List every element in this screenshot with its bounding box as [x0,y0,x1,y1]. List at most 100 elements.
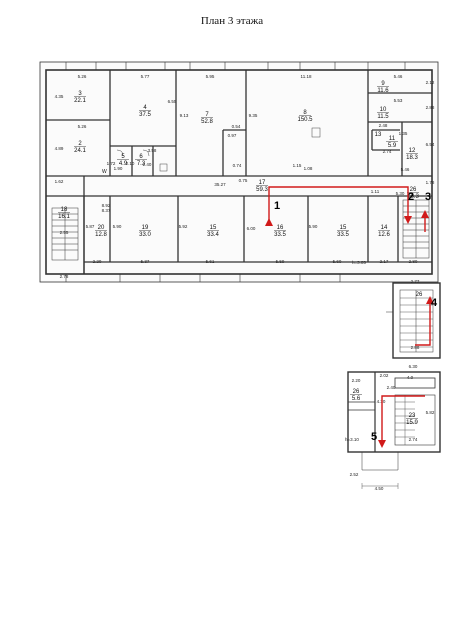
dimension-label: 35.27 [214,182,226,187]
room-area: 11.5 [377,114,389,120]
dimension-label: 5.26 [78,74,87,79]
arrow-head-2 [404,216,412,224]
room-number: 13 [375,132,382,138]
room-area: 5.9 [388,143,397,149]
room-area: 59.3 [256,187,268,193]
dimension-label: 1.62 [55,179,64,184]
room-area: 33.4 [207,232,219,238]
room-number: 20 [98,225,105,231]
stair-block-2 [386,282,441,359]
room-area: 33.0 [139,232,151,238]
room-number: 15 [340,225,347,231]
route-stair-4 [415,300,431,346]
dimension-label: 1.78 [426,180,435,185]
dimension-label: 2.17 [380,259,389,264]
room-number: 4 [143,105,147,111]
dimension-label: 6.55 [168,99,177,104]
room-labels: 322.1224.1437.554.967.3752.88150.5911.61… [58,81,423,426]
room-number: 17 [259,180,266,186]
room-area: 15.9 [406,420,418,426]
dimension-label: 3.58 [148,148,157,153]
dimension-label: 5.61 [206,259,215,264]
room-number: 26 [353,389,360,395]
room-area: 16.3 [407,194,419,200]
w-mark: W [102,169,107,175]
dimension-label: 5.90 [113,224,122,229]
room-number: 14 [381,225,388,231]
route-marker-5: 5 [371,431,377,443]
dimension-label: 2.12 [426,80,435,85]
arrow-head-3 [421,210,429,218]
dimension-label: 2.40 [387,385,396,390]
dimension-label: 5.87 [86,224,95,229]
dimension-label: 4.0 [407,375,414,380]
dimension-label: 1.08 [304,166,313,171]
dimension-label: 2.40 [143,162,152,167]
dimension-label: 0.75 [239,178,248,183]
dimension-label: 4.89 [55,146,64,151]
height-label: h=3.05 [352,260,366,265]
dimension-label: 6.00 [247,226,256,231]
dimension-label: 2.02 [380,373,389,378]
room-area: 24.1 [74,148,86,154]
dimension-label: 5.46 [401,167,410,172]
dimension-label: 5.77 [141,74,150,79]
dimension-label: 5.82 [426,410,435,415]
room-area: 37.5 [139,112,151,118]
dimension-label: 9.35 [249,113,258,118]
route-main [268,186,409,226]
room-number: 11 [389,136,396,142]
dimension-label: 2.55 [60,230,69,235]
dimension-label: 2.48 [379,123,388,128]
room-area: 33.5 [337,232,349,238]
room-number: 6 [139,154,143,160]
dimension-label: 0.97 [228,133,237,138]
room-area: 12.6 [378,232,390,238]
room-number: 26 [410,187,417,193]
route-marker-2: 2 [408,191,414,203]
dimension-label: 5.53 [394,98,403,103]
room-number: 10 [380,107,387,113]
room-number: 23 [409,413,416,419]
room-number: 19 [142,225,149,231]
dimension-label: 2.80 [409,259,418,264]
dimension-label: 5.95 [206,74,215,79]
room-number: 16 [277,225,284,231]
room-number: 12 [409,148,416,154]
dimension-label: 2.77 [411,279,420,284]
dimension-label: h=3.10 [345,437,359,442]
dimension-label: 8.37 [102,208,111,213]
dimension-label: 2.20 [352,378,361,383]
room-number: 7 [205,112,209,118]
route-exit-5 [381,395,425,440]
room-number: 3 [78,91,82,97]
room-area: 11.6 [377,88,389,94]
room-area: 33.5 [274,232,286,238]
dimension-label: 4.50 [375,486,384,491]
dimension-label: 5.90 [309,224,318,229]
dimension-label: 2.20 [93,259,102,264]
dimension-label: 6.54 [426,142,435,147]
dimension-label: 2.74 [409,437,418,442]
dimension-label: 5.37 [141,259,150,264]
route-marker-1: 1 [274,200,280,212]
dimension-label: 2.88 [426,105,435,110]
room-area: 18.3 [406,155,418,161]
room-number: 26 [416,292,423,298]
room-area: 4.9 [119,161,128,167]
dimension-label: 1.15 [293,163,302,168]
room-area: 5.6 [352,396,361,402]
room-number: 5 [121,154,125,160]
room-area: 16.1 [58,214,70,220]
dimension-label: 11.18 [301,74,312,79]
dimension-label: 4.30 [377,399,386,404]
dimension-label: 5.30 [396,191,405,196]
left-stair [51,207,79,261]
room-number: 18 [61,207,68,213]
dimension-label: 2.88 [411,345,420,350]
dimension-label: 5.26 [78,124,87,129]
north-walls [46,70,432,177]
